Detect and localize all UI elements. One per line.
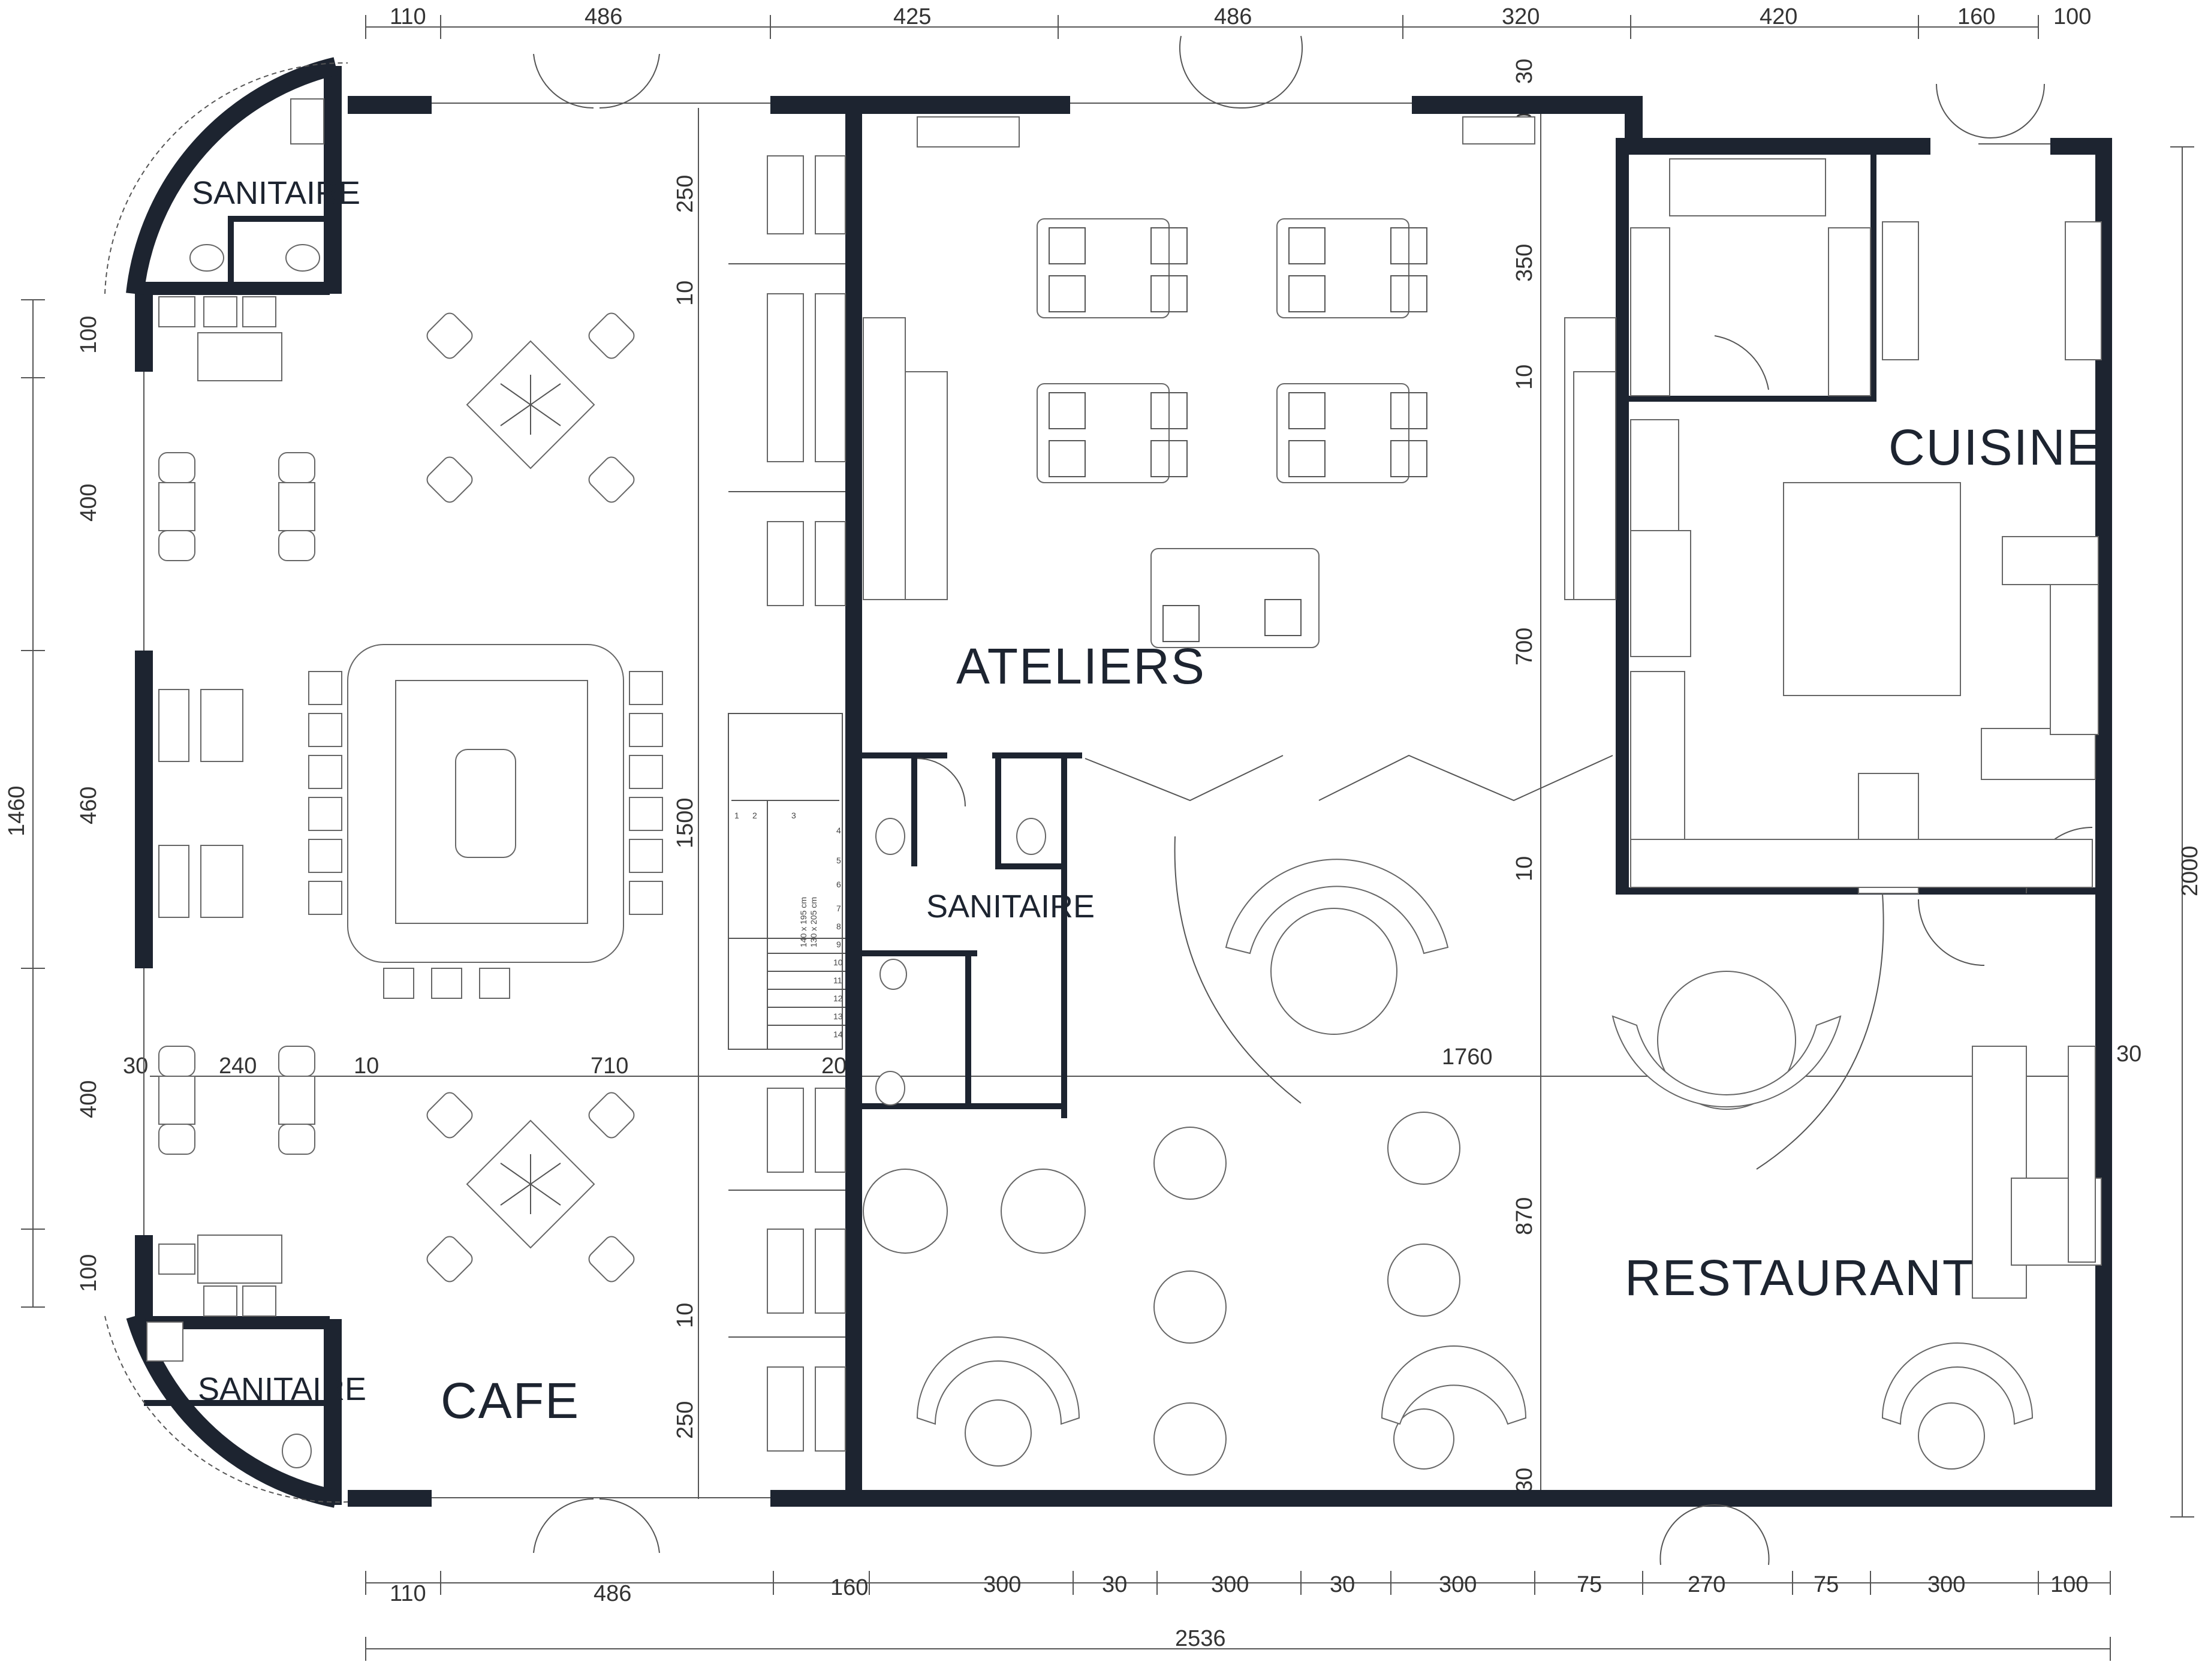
dim-center-5: 250 bbox=[673, 1401, 698, 1439]
dim-at-3: 350 bbox=[1512, 244, 1537, 282]
dim-left-total: 1460 bbox=[4, 785, 29, 836]
dim-bottom-13: 100 bbox=[2050, 1572, 2088, 1597]
stair-note-1: 140 x 195 cm bbox=[799, 897, 808, 947]
dim-top-4: 486 bbox=[1214, 4, 1252, 29]
dim-bottom-8: 300 bbox=[1439, 1572, 1477, 1597]
dim-bottom-3: 160 bbox=[830, 1575, 868, 1600]
dim-center-4: 10 bbox=[673, 1303, 698, 1328]
cafe-furniture: 1 2 3 4 5 6 7 8 9 10 11 12 13 14 140 x 1… bbox=[158, 155, 846, 1452]
dim-at-7: 870 bbox=[1512, 1197, 1537, 1235]
dim-bottom-7: 30 bbox=[1330, 1572, 1355, 1597]
dim-at-1: 30 bbox=[1512, 59, 1537, 84]
dim-at-6: 10 bbox=[1512, 856, 1537, 881]
stair-number-10: 10 bbox=[833, 958, 843, 967]
dim-at-4: 10 bbox=[1512, 365, 1537, 390]
cuisine-furniture bbox=[1630, 158, 2102, 888]
stair-number-1: 1 bbox=[734, 811, 739, 820]
dimension-lines bbox=[32, 26, 2183, 1649]
dim-bottom-6: 300 bbox=[1211, 1572, 1249, 1597]
dim-bottom-1: 110 bbox=[390, 1581, 426, 1606]
stair-number-12: 12 bbox=[833, 993, 843, 1003]
exterior-walls bbox=[135, 66, 2112, 1507]
restaurant-furniture bbox=[863, 728, 2102, 1476]
dim-left-4: 400 bbox=[76, 1080, 101, 1118]
stair-number-3: 3 bbox=[791, 811, 796, 820]
stair-number-4: 4 bbox=[836, 826, 841, 835]
dim-at-8: 30 bbox=[1512, 1468, 1537, 1493]
ateliers-furniture bbox=[863, 116, 1616, 648]
room-label-cafe: CAFE bbox=[441, 1372, 580, 1429]
dim-bottom-4: 300 bbox=[983, 1572, 1021, 1597]
dim-left-1: 100 bbox=[76, 316, 101, 354]
stair-number-8: 8 bbox=[836, 922, 841, 931]
dim-top-2: 486 bbox=[585, 4, 622, 29]
stair-number-5: 5 bbox=[836, 856, 841, 865]
dim-at-5: 700 bbox=[1512, 628, 1537, 666]
dim-cafe-5: 20 bbox=[821, 1053, 847, 1079]
dim-center-2: 10 bbox=[673, 281, 698, 306]
stair-number-9: 9 bbox=[836, 940, 841, 949]
dim-right-total: 2000 bbox=[2177, 845, 2203, 896]
dim-bottom-5: 30 bbox=[1102, 1572, 1127, 1597]
dim-cafe-4: 710 bbox=[591, 1053, 628, 1079]
dim-bottom-12: 300 bbox=[1927, 1572, 1965, 1597]
dim-top-3: 425 bbox=[893, 4, 931, 29]
dim-left-5: 100 bbox=[76, 1254, 101, 1292]
dim-top-7: 160 bbox=[1957, 4, 1995, 29]
room-label-restaurant: RESTAURANT bbox=[1625, 1250, 1974, 1306]
dim-bottom-2: 486 bbox=[594, 1581, 631, 1606]
dim-top-5: 320 bbox=[1502, 4, 1540, 29]
stair-number-2: 2 bbox=[752, 811, 757, 820]
room-label-cuisine: CUISINE bbox=[1888, 419, 2101, 475]
stair-number-13: 13 bbox=[833, 1011, 843, 1021]
dim-left-2: 400 bbox=[76, 484, 101, 522]
dim-center-3: 1500 bbox=[673, 797, 698, 848]
dim-restaurant-right: 30 bbox=[2116, 1041, 2141, 1067]
room-label-sanitaire-center: SANITAIRE bbox=[926, 889, 1095, 925]
dim-top-6: 420 bbox=[1760, 4, 1797, 29]
dimension-ticks bbox=[21, 15, 2194, 1661]
dim-total: 2536 bbox=[1175, 1626, 1226, 1651]
dim-top-8: 100 bbox=[2053, 4, 2091, 29]
dim-restaurant-row: 1760 bbox=[1442, 1044, 1493, 1070]
windows bbox=[143, 103, 2050, 1498]
stair-number-14: 14 bbox=[833, 1029, 843, 1039]
staircase bbox=[728, 713, 845, 1050]
stair-note-2: 130 x 205 cm bbox=[809, 897, 818, 947]
dim-top-1: 110 bbox=[390, 4, 426, 29]
dim-cafe-2: 240 bbox=[219, 1053, 257, 1079]
stair-number-7: 7 bbox=[836, 904, 841, 913]
room-label-sanitaire-top: SANITAIRE bbox=[192, 175, 360, 211]
stair-number-11: 11 bbox=[833, 976, 842, 985]
folding-partition bbox=[1085, 754, 1884, 1170]
sanitary-fixtures bbox=[146, 98, 1046, 1468]
room-label-ateliers: ATELIERS bbox=[956, 638, 1206, 694]
dim-center-1: 250 bbox=[673, 175, 698, 213]
stair-number-6: 6 bbox=[836, 880, 841, 889]
dim-bottom-11: 75 bbox=[1814, 1572, 1839, 1597]
dim-bottom-9: 75 bbox=[1577, 1572, 1602, 1597]
dim-cafe-3: 10 bbox=[354, 1053, 379, 1079]
room-label-sanitaire-bottom: SANITAIRE bbox=[198, 1371, 366, 1407]
dim-bottom-10: 270 bbox=[1688, 1572, 1725, 1597]
dim-left-3: 460 bbox=[76, 787, 101, 824]
